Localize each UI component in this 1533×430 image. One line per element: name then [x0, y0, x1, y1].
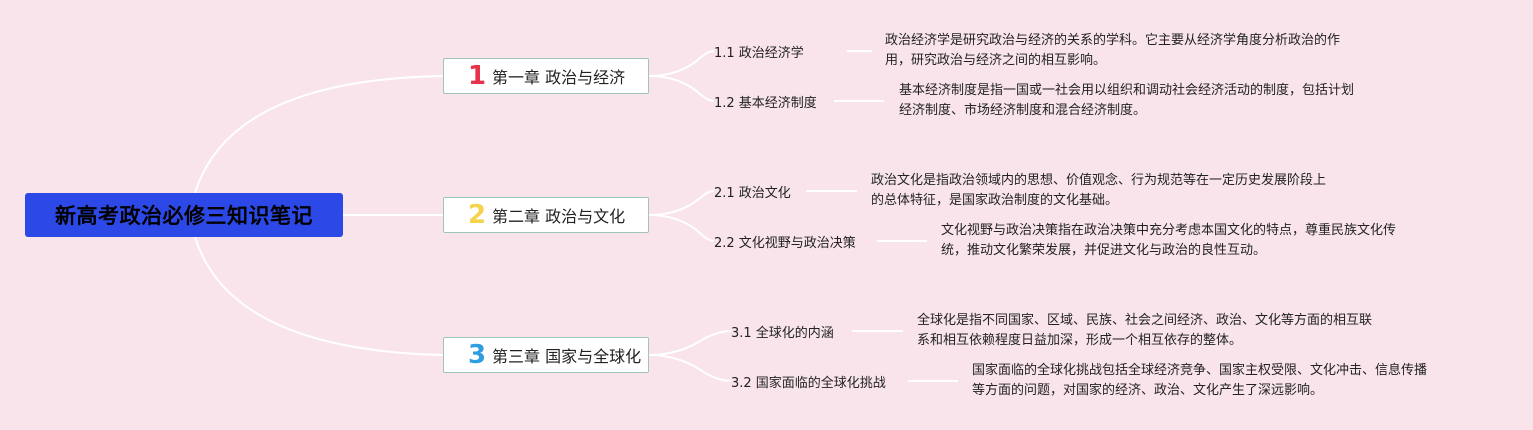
chapter-3-to-section-2-line	[648, 354, 732, 382]
desc-line: 的总体特征，是国家政治制度的文化基础。	[871, 193, 1119, 208]
desc-line: 统，推动文化繁荣发展，并促进文化与政治的良性互动。	[941, 243, 1267, 258]
chapter-node-3[interactable]: 3 第三章 国家与全球化	[443, 337, 649, 373]
root-to-chapter-3-line	[194, 236, 444, 356]
chapter-node-2[interactable]: 2 第二章 政治与文化	[443, 197, 649, 233]
root-node[interactable]: 新高考政治必修三知识笔记	[25, 193, 343, 237]
root-title: 新高考政治必修三知识笔记	[55, 204, 313, 228]
desc-line: 用，研究政治与经济之间的相互影响。	[885, 53, 1107, 68]
section-node-1-2[interactable]: 1.2 基本经济制度	[714, 96, 817, 111]
desc-line: 全球化是指不同国家、区域、民族、社会之间经济、政治、文化等方面的相互联	[917, 313, 1373, 328]
desc-line: 基本经济制度是指一国或一社会用以组织和调动社会经济活动的制度，包括计划	[899, 83, 1355, 98]
chapter-2-to-section-2-line	[648, 214, 715, 242]
section-node-3-2[interactable]: 3.2 国家面临的全球化挑战	[731, 376, 886, 391]
chapter-number-1: 1	[467, 61, 487, 91]
section-desc-1-2: 基本经济制度是指一国或一社会用以组织和调动社会经济活动的制度，包括计划 经济制度…	[899, 81, 1354, 121]
chapter-node-1[interactable]: 1 第一章 政治与经济	[443, 58, 649, 94]
chapter-label-1: 第一章 政治与经济	[492, 68, 626, 87]
section-desc-2-2: 文化视野与政治决策指在政治决策中充分考虑本国文化的特点，尊重民族文化传 统，推动…	[941, 221, 1396, 261]
section-desc-3-2: 国家面临的全球化挑战包括全球经济竞争、国家主权受限、文化冲击、信息传播 等方面的…	[972, 361, 1427, 401]
chapter-1-to-section-1-line	[648, 50, 715, 77]
chapter-3-to-section-1-line	[648, 330, 732, 356]
chapter-number-2: 2	[467, 200, 487, 230]
section-node-2-1[interactable]: 2.1 政治文化	[714, 186, 791, 201]
chapter-label-2: 第二章 政治与文化	[492, 207, 626, 226]
desc-line: 等方面的问题，对国家的经济、政治、文化产生了深远影响。	[972, 383, 1324, 398]
section-desc-3-1: 全球化是指不同国家、区域、民族、社会之间经济、政治、文化等方面的相互联 系和相互…	[917, 311, 1372, 351]
section-desc-1-1: 政治经济学是研究政治与经济的关系的学科。它主要从经济学角度分析政治的作 用，研究…	[885, 31, 1340, 71]
desc-line: 经济制度、市场经济制度和混合经济制度。	[899, 103, 1147, 118]
chapter-1-to-section-2-line	[648, 75, 715, 102]
section-node-1-1[interactable]: 1.1 政治经济学	[714, 46, 804, 61]
desc-line: 文化视野与政治决策指在政治决策中充分考虑本国文化的特点，尊重民族文化传	[941, 223, 1397, 238]
desc-line: 政治文化是指政治领域内的思想、价值观念、行为规范等在一定历史发展阶段上	[871, 173, 1327, 188]
desc-line: 政治经济学是研究政治与经济的关系的学科。它主要从经济学角度分析政治的作	[885, 33, 1341, 48]
chapter-label-3: 第三章 国家与全球化	[492, 347, 642, 366]
desc-line: 国家面临的全球化挑战包括全球经济竞争、国家主权受限、文化冲击、信息传播	[972, 363, 1428, 378]
section-node-2-2[interactable]: 2.2 文化视野与政治决策	[714, 236, 856, 251]
root-to-chapter-1-line	[194, 75, 444, 194]
section-node-3-1[interactable]: 3.1 全球化的内涵	[731, 326, 834, 341]
chapter-number-3: 3	[467, 340, 487, 370]
section-desc-2-1: 政治文化是指政治领域内的思想、价值观念、行为规范等在一定历史发展阶段上 的总体特…	[871, 171, 1326, 211]
chapter-2-to-section-1-line	[648, 190, 715, 216]
desc-line: 系和相互依赖程度日益加深，形成一个相互依存的整体。	[917, 333, 1243, 348]
